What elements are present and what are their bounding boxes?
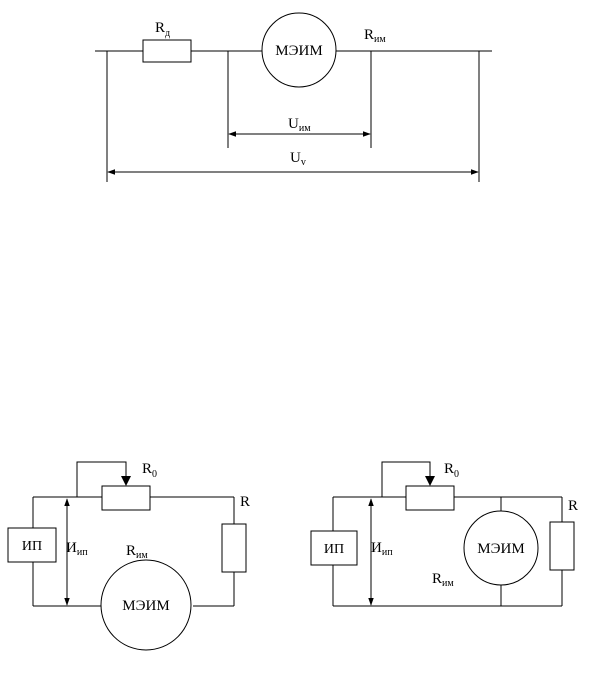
voltage-total-label: Uv xyxy=(290,150,306,168)
motor-meim-label: МЭИМ xyxy=(477,541,524,557)
parallel-motor-circuit-diagram: R0 ИП Иип МЭИМ Rим R xyxy=(310,461,578,607)
power-source xyxy=(7,527,57,563)
rheostat-wiper-wire xyxy=(381,461,431,497)
resistor-label: R xyxy=(240,494,250,510)
series-motor-circuit-diagram: R0 ИП Иип МЭИМ Rим R xyxy=(7,461,250,651)
resistor-rd-label: Rд xyxy=(155,20,170,39)
motor-meim-label: МЭИМ xyxy=(275,43,322,59)
resistor-rd xyxy=(142,39,192,63)
rheostat-label: R0 xyxy=(142,461,157,480)
motor-resistance-label: Rим xyxy=(126,543,148,561)
rheostat-r0 xyxy=(101,485,151,511)
rheostat-label: R0 xyxy=(444,461,459,480)
power-source-label: ИП xyxy=(22,539,42,554)
voltage-motor-label: Uим xyxy=(288,116,311,134)
resistor-r xyxy=(549,521,575,571)
motor-meim-label: МЭИМ xyxy=(122,598,169,614)
current-label: Иип xyxy=(66,540,88,558)
resistor-r xyxy=(221,523,247,573)
rheostat-wiper-arrow xyxy=(425,476,435,486)
motor-meim xyxy=(261,12,337,88)
rheostat-r0 xyxy=(405,485,455,511)
motor-resistance-label: Rим xyxy=(432,571,454,589)
resistor-label: R xyxy=(568,498,578,514)
rheostat-wiper-arrow xyxy=(121,476,131,486)
motor-meim xyxy=(100,559,192,651)
power-source xyxy=(310,530,358,566)
current-label: Иип xyxy=(371,540,393,558)
series-circuit-diagram: Rд МЭИМ Rим Uим Uv xyxy=(95,12,492,182)
motor-resistance-label: Rим xyxy=(364,27,386,45)
rheostat-wiper-wire xyxy=(76,461,127,497)
power-source-label: ИП xyxy=(324,542,344,557)
